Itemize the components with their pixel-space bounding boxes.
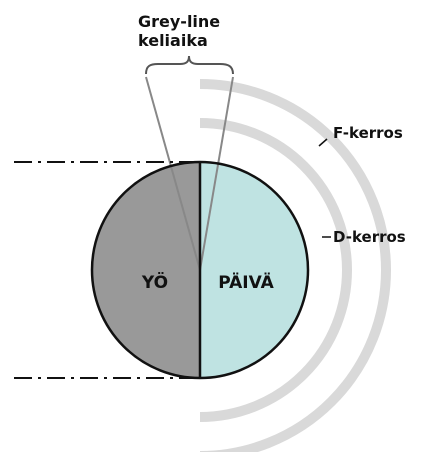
night-half: [92, 162, 200, 378]
cone-line-right: [199, 76, 234, 271]
day-half: [200, 162, 308, 378]
day-label: PÄIVÄ: [218, 271, 274, 293]
f-layer-ring: [200, 79, 391, 452]
f-layer-label: F-kerros: [333, 124, 403, 142]
cone-line-left: [145, 76, 201, 271]
d-layer-ring: [200, 118, 352, 422]
night-label: YÖ: [141, 271, 168, 293]
d-layer-label: D-kerros: [333, 228, 406, 246]
grey-line-label-line1: Grey-line: [138, 12, 220, 31]
layer-rings: [200, 79, 391, 452]
f-layer-leader: [318, 138, 328, 147]
grey-line-label-line2: keliaika: [138, 31, 208, 50]
grey-line-brace: [145, 55, 234, 75]
